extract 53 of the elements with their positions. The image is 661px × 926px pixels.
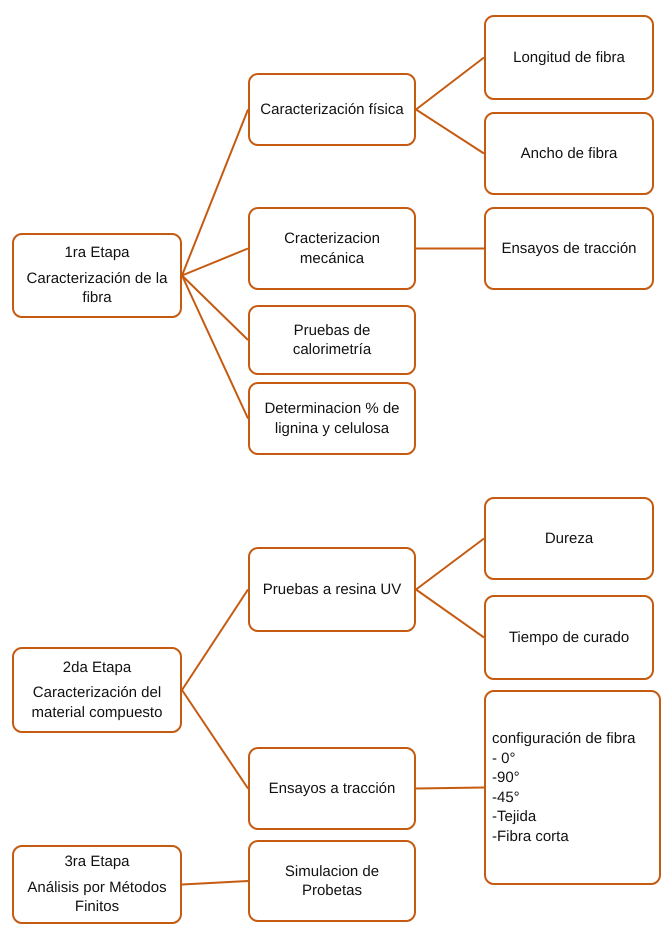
list-item: -90° xyxy=(492,768,520,788)
node-label: Ancho de fibra xyxy=(520,144,618,164)
node-label: Tiempo de curado xyxy=(508,628,630,648)
process-box xyxy=(248,305,416,375)
process-box xyxy=(484,690,661,885)
node-label: Pruebas de calorimetría xyxy=(292,320,372,360)
list-item: -45° xyxy=(492,788,520,807)
node-label: Caracterización del material compuesto xyxy=(30,683,164,722)
process-box xyxy=(12,233,182,318)
stage-heading: 3ra Etapa xyxy=(64,852,130,872)
connector-line xyxy=(181,109,249,276)
process-box xyxy=(484,112,654,195)
node-label: Ensayos de tracción xyxy=(501,238,637,258)
process-box xyxy=(248,207,416,290)
node-label: Análisis por Métodos Finitos xyxy=(26,878,168,917)
node-label: Determinacion % de lignina y celulosa xyxy=(263,399,401,438)
node-label: Caracterización de la fibra xyxy=(26,268,168,308)
connector-line xyxy=(181,274,249,341)
connector-line xyxy=(416,786,484,790)
node-label: Caracterización física xyxy=(260,100,404,120)
connector-line xyxy=(415,588,485,638)
connector-line xyxy=(182,880,248,886)
process-box xyxy=(484,595,654,680)
node-label: Simulacion de Probetas xyxy=(284,862,380,900)
connector-line xyxy=(415,538,485,590)
process-box xyxy=(484,15,654,100)
connector-line xyxy=(416,248,484,250)
connector-line xyxy=(181,275,249,419)
connector-line xyxy=(181,588,249,691)
list-item: - 0° xyxy=(492,748,516,768)
list-item: -Tejida xyxy=(492,807,536,826)
stage-heading: 1ra Etapa xyxy=(64,243,130,263)
node-label: Cracterizacion mecánica xyxy=(283,229,381,268)
connector-line xyxy=(415,108,485,154)
process-box xyxy=(248,382,416,455)
process-box xyxy=(248,840,416,922)
process-box xyxy=(248,73,416,146)
list-heading: configuración de fibra xyxy=(492,729,636,748)
process-box xyxy=(12,845,182,924)
connector-line xyxy=(181,689,249,790)
stage-heading: 2da Etapa xyxy=(62,658,132,678)
process-box xyxy=(248,547,416,632)
connector-line xyxy=(182,248,248,276)
node-label: Dureza xyxy=(544,528,594,548)
connector-line xyxy=(415,56,485,110)
process-box xyxy=(12,647,182,733)
process-box xyxy=(248,747,416,830)
process-box xyxy=(484,497,654,580)
process-box xyxy=(484,207,654,290)
node-label: Ensayos a tracción xyxy=(268,778,396,798)
list-item: -Fibra corta xyxy=(492,826,569,846)
node-label: Pruebas a resina UV xyxy=(262,580,402,600)
node-label: Longitud de fibra xyxy=(513,48,625,68)
